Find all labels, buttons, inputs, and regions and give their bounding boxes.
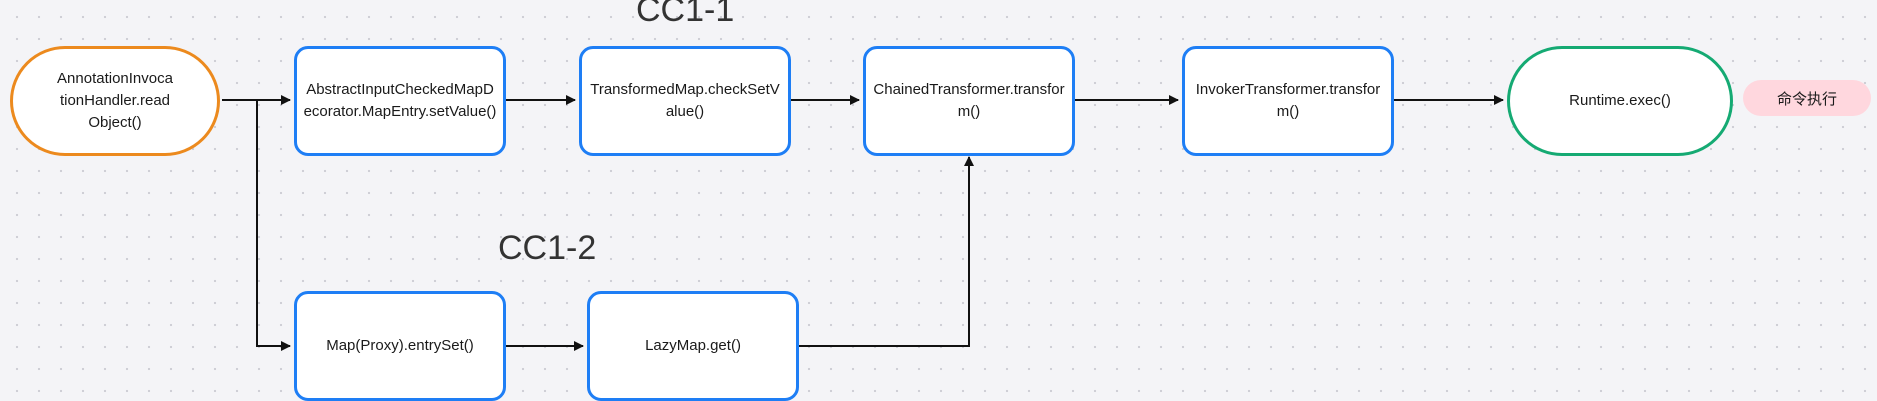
node-proxy-entry-set[interactable]: Map(Proxy).entrySet()	[294, 291, 506, 401]
node-chained-transform-label: ChainedTransformer.transform()	[873, 81, 1065, 120]
edge-start-to-proxy-entry-set	[256, 100, 291, 351]
path-label-cc1-1: CC1-1	[636, 0, 735, 29]
node-map-entry-set-value[interactable]: AbstractInputCheckedMapDecorator.MapEntr…	[294, 46, 506, 156]
node-runtime-exec-label: Runtime.exec()	[1569, 92, 1671, 109]
edge-lazy-map-get-to-chained-transform	[799, 156, 974, 347]
node-check-set-value[interactable]: TransformedMap.checkSetValue()	[579, 46, 791, 156]
node-chained-transform[interactable]: ChainedTransformer.transform()	[863, 46, 1075, 156]
command-execution-tag: 命令执行	[1743, 80, 1871, 116]
path-label-cc1-2: CC1-2	[498, 229, 597, 267]
node-lazy-map-get-label: LazyMap.get()	[645, 337, 741, 354]
node-lazy-map-get[interactable]: LazyMap.get()	[587, 291, 799, 401]
node-invoker-transform-label: InvokerTransformer.transform()	[1195, 81, 1381, 120]
node-map-entry-set-value-label: AbstractInputCheckedMapDecorator.MapEntr…	[303, 81, 497, 120]
node-start-label: AnnotationInvocationHandler.readObject()	[57, 70, 173, 131]
node-start[interactable]: AnnotationInvocationHandler.readObject()	[10, 46, 220, 156]
node-invoker-transform[interactable]: InvokerTransformer.transform()	[1182, 46, 1394, 156]
node-check-set-value-label: TransformedMap.checkSetValue()	[590, 81, 780, 120]
node-proxy-entry-set-label: Map(Proxy).entrySet()	[326, 337, 474, 354]
node-runtime-exec[interactable]: Runtime.exec()	[1507, 46, 1733, 156]
